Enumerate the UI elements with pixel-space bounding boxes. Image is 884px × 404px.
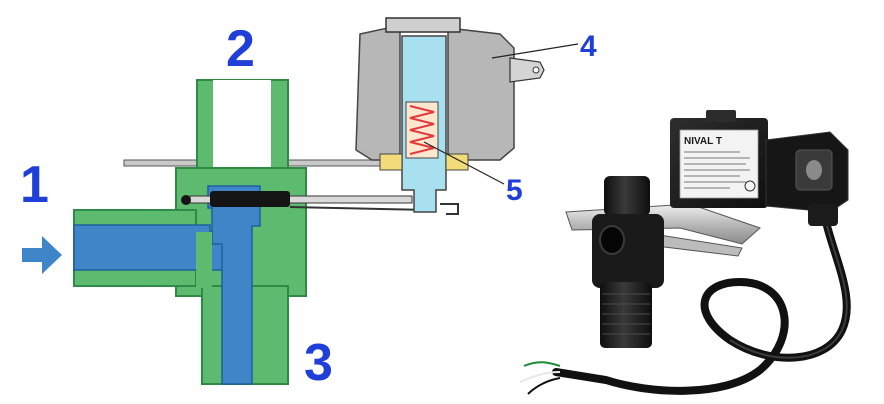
- inlet-flow-arrow: [22, 236, 62, 274]
- lever-arm: [289, 206, 431, 211]
- wire-white: [519, 371, 561, 383]
- photo-cable-gland: [808, 204, 838, 226]
- solenoid-frame-top: [385, 17, 461, 33]
- photo-connector-screw: [806, 160, 822, 180]
- inner-wall: [196, 232, 212, 288]
- wire-green: [523, 361, 561, 367]
- pole-piece-right: [445, 153, 469, 171]
- solenoid-coil-housing: [355, 27, 401, 161]
- product-photo: NIVAL T: [519, 110, 851, 395]
- lever-hook: [440, 203, 459, 215]
- photo-valve-bottom-port: [600, 282, 652, 348]
- photo-ce-mark: [744, 180, 756, 192]
- photo-brand-text: NIVAL T: [684, 136, 722, 147]
- port-label-bottom-outlet: 3: [304, 334, 333, 392]
- port-label-top-outlet: 2: [226, 20, 255, 78]
- callout-5-leader: [423, 141, 505, 185]
- photo-side-port: [599, 225, 625, 255]
- photo-valve-top-port: [604, 176, 650, 216]
- cable-highlight: [729, 221, 848, 359]
- cross-section: 1 2 3 4 5: [20, 17, 597, 392]
- coil-terminal-tab: [509, 57, 545, 83]
- callout-4: 4: [580, 30, 597, 63]
- spring: [409, 105, 435, 155]
- photo-coil-nut: [706, 110, 736, 122]
- wire-black: [527, 377, 561, 395]
- callout-4-leader: [491, 43, 579, 59]
- photo-thread-lines: [602, 293, 650, 335]
- terminal-hole: [532, 66, 540, 74]
- fluid-chamber-and-outlet: [207, 185, 261, 385]
- photo-valve-body: [592, 214, 664, 288]
- photo-label-fineprint: [684, 151, 750, 189]
- top-outlet-bore: [213, 80, 271, 170]
- port-label-inlet: 1: [20, 156, 49, 214]
- callout-5: 5: [506, 174, 523, 207]
- rod-end-nut: [181, 195, 191, 205]
- plunger-seal: [210, 191, 290, 207]
- solenoid-coil-housing-right: [447, 27, 515, 161]
- pole-piece-left: [379, 153, 403, 171]
